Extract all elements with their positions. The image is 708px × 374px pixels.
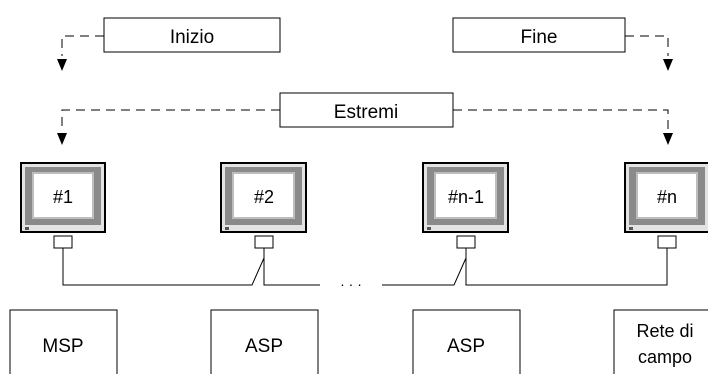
start-connector (57, 35, 104, 71)
terminal-n-minus-1: #n-1 (422, 162, 509, 249)
terminal-n-port (657, 235, 677, 249)
terminal-1-label: #1 (53, 187, 73, 207)
terminal-n-label: #n (657, 187, 677, 207)
terminal-2: #2 (220, 162, 307, 249)
extremes-connector (57, 109, 673, 145)
bus-ellipsis: · · · (340, 276, 362, 292)
bottom-box-asp-1-label: ASP (245, 336, 283, 357)
bottom-box-asp-1: ASP (210, 309, 319, 374)
terminal-1: #1 (20, 162, 106, 249)
extremes-label: Estremi (334, 102, 398, 123)
terminal-n-minus-1-label: #n-1 (448, 187, 484, 207)
terminal-n: #n (624, 162, 708, 249)
start-label: Inizio (170, 27, 214, 48)
bottom-box-msp-label: MSP (42, 336, 83, 357)
bottom-box-asp-2-label: ASP (447, 336, 485, 357)
end-connector (625, 35, 673, 71)
bottom-box-asp-2: ASP (412, 309, 521, 374)
end-label: Fine (521, 27, 558, 48)
terminal-1-port (53, 235, 73, 249)
bottom-box-fieldbus: Rete di campo (613, 309, 708, 374)
terminal-2-label: #2 (254, 187, 274, 207)
terminal-2-port (254, 235, 274, 249)
terminal-n-minus-1-port (456, 235, 476, 249)
bus-wiring (62, 248, 668, 286)
extremes-box: Estremi (279, 92, 454, 128)
end-box: Fine (452, 17, 626, 53)
bottom-box-fieldbus-line-2: campo (638, 347, 692, 367)
start-box: Inizio (103, 17, 281, 53)
bottom-box-fieldbus-line-1: Rete di (636, 321, 693, 341)
bottom-box-msp: MSP (9, 309, 118, 374)
